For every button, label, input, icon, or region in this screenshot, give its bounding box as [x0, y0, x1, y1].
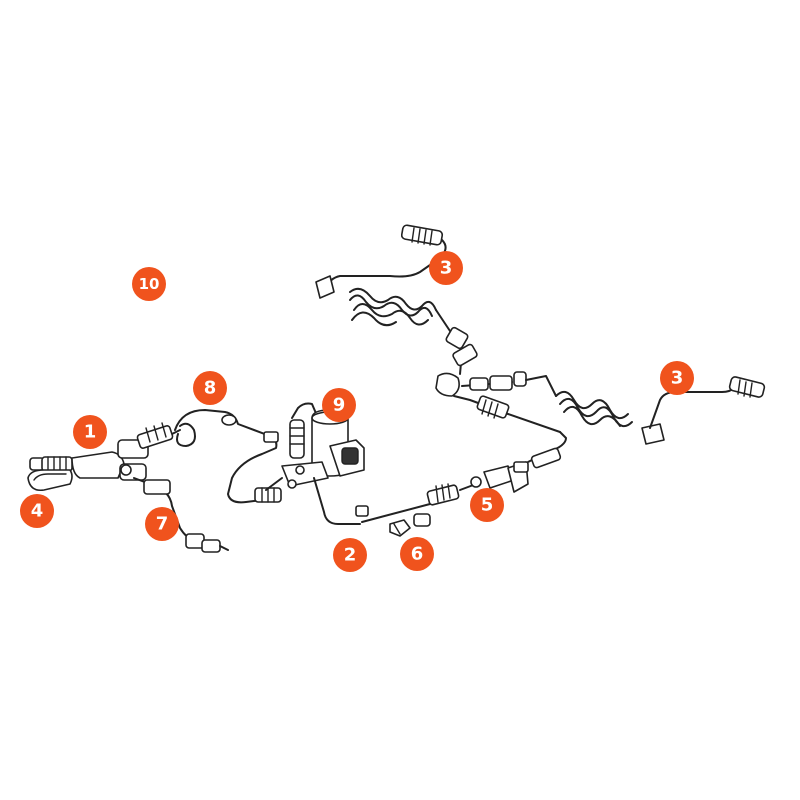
- callout-8[interactable]: 8: [193, 371, 227, 405]
- callout-label: 9: [333, 395, 346, 416]
- callout-badge: [660, 361, 694, 395]
- callout-label: 1: [84, 422, 97, 443]
- callout-badge: [73, 415, 107, 449]
- callout-7[interactable]: 7: [145, 507, 179, 541]
- callout-label: 3: [440, 258, 453, 279]
- callout-label: 3: [671, 368, 684, 389]
- callout-5[interactable]: 5: [470, 488, 504, 522]
- brake-line-7: [133, 477, 229, 553]
- callout-badge: [132, 267, 166, 301]
- callout-badge: [400, 537, 434, 571]
- central-valve-assembly: [265, 402, 460, 525]
- callout-10[interactable]: 10: [132, 267, 166, 301]
- callout-label: 5: [481, 495, 494, 516]
- callout-badge: [429, 251, 463, 285]
- callout-6[interactable]: 6: [400, 537, 434, 571]
- callout-badge: [322, 388, 356, 422]
- front-left-hose-assembly: [27, 422, 181, 492]
- callout-4[interactable]: 4: [20, 494, 54, 528]
- callout-9[interactable]: 9: [322, 388, 356, 422]
- callout-2[interactable]: 2: [333, 538, 367, 572]
- callout-label: 4: [31, 501, 44, 522]
- callout-3-upper[interactable]: 3: [429, 251, 463, 285]
- callout-badge: [193, 371, 227, 405]
- callout-1[interactable]: 1: [73, 415, 107, 449]
- callout-label: 7: [156, 514, 169, 535]
- callout-badge: [20, 494, 54, 528]
- callout-label: 10: [139, 275, 160, 293]
- callout-3-right[interactable]: 3: [660, 361, 694, 395]
- callout-badge: [333, 538, 367, 572]
- brake-line-8: [174, 409, 282, 504]
- callout-label: 8: [204, 378, 217, 399]
- callout-label: 2: [344, 545, 357, 566]
- rear-hose-lower-3: [461, 371, 766, 445]
- callout-badge: [470, 488, 504, 522]
- callout-badge: [145, 507, 179, 541]
- fitting-assembly-5: [453, 395, 567, 493]
- callout-label: 6: [411, 544, 424, 565]
- small-fittings-6: [389, 513, 431, 537]
- rear-hose-upper-3: [315, 224, 478, 397]
